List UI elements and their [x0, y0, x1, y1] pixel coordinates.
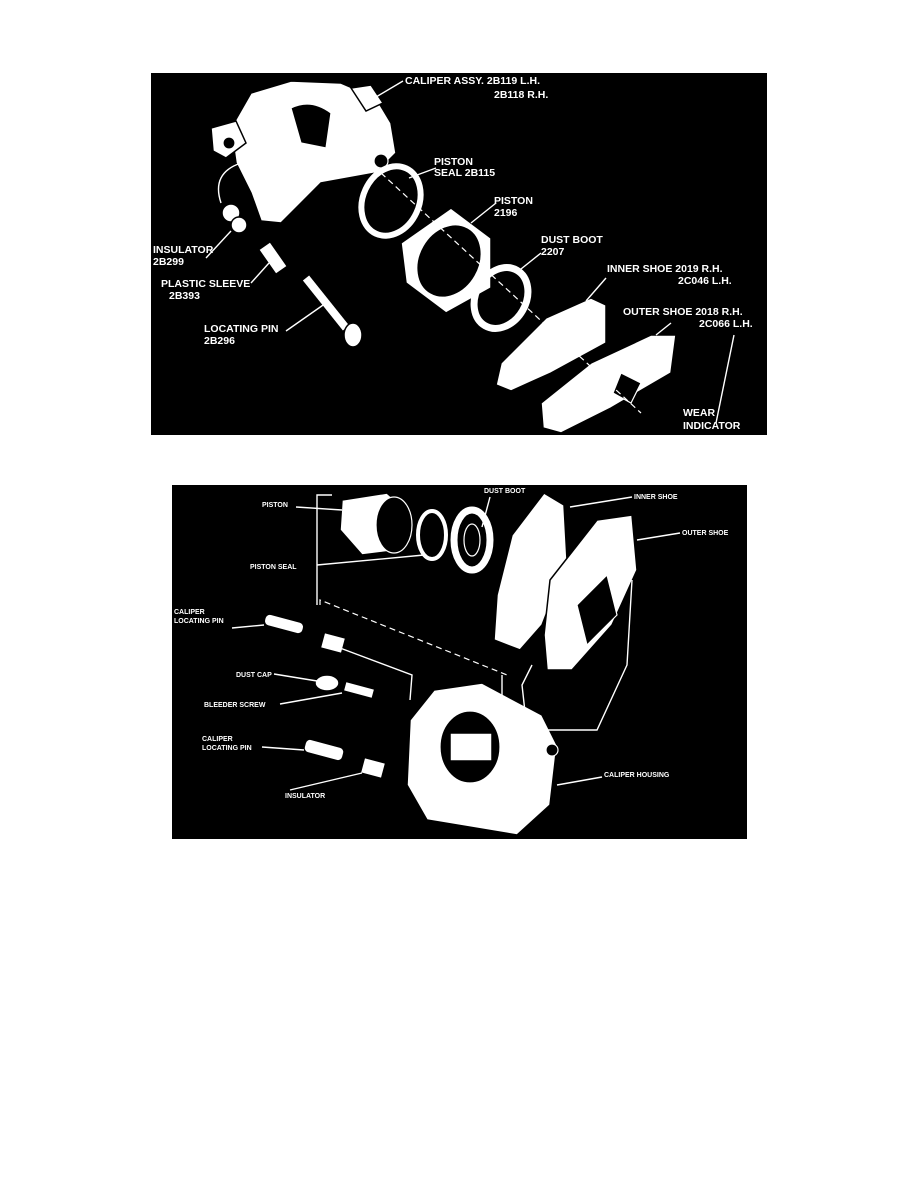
- locating-pin-drawing: [302, 275, 363, 348]
- label-dust-cap: DUST CAP: [236, 672, 272, 679]
- locating-pin-bottom-drawing: [303, 738, 345, 762]
- label-caliper-assy-line1: CALIPER ASSY. 2B119 L.H.: [405, 75, 540, 87]
- caliper-exploded-view-figure-1: CALIPER ASSY. 2B119 L.H. 2B118 R.H. PIST…: [151, 73, 767, 435]
- locating-pin-top-drawing: [263, 613, 305, 635]
- outer-shoe-drawing: [540, 334, 677, 434]
- figure-2-drawing: PISTON DUST BOOT INNER SHOE OUTER SHOE P…: [174, 488, 729, 836]
- label-piston-seal-line2: SEAL 2B115: [434, 167, 495, 179]
- piston-drawing: [400, 207, 492, 314]
- bleeder-screw-drawing: [342, 680, 376, 700]
- label-caliper-assy-line2: 2B118 R.H.: [494, 89, 548, 101]
- inner-shoe-drawing: [493, 492, 568, 651]
- caliper-housing-drawing: [406, 682, 559, 836]
- label-piston: PISTON: [262, 502, 288, 509]
- caliper-exploded-view-figure-2: PISTON DUST BOOT INNER SHOE OUTER SHOE P…: [172, 485, 747, 839]
- piston-seal-drawing: [416, 509, 448, 561]
- insulator-bottom-drawing: [359, 756, 387, 780]
- label-plastic-sleeve-line2: 2B393: [169, 290, 200, 302]
- label-inner-shoe: INNER SHOE: [634, 494, 678, 501]
- plastic-sleeve-drawing: [257, 240, 289, 276]
- label-inner-shoe-line1: INNER SHOE 2019 R.H.: [607, 263, 723, 275]
- label-outer-shoe-line1: OUTER SHOE 2018 R.H.: [623, 306, 743, 318]
- dust-cap-drawing: [314, 674, 340, 692]
- label-piston-seal-line1: PISTON: [434, 156, 473, 168]
- label-wear-indicator-line1: WEAR: [683, 407, 715, 419]
- insulator-top-drawing: [319, 631, 347, 655]
- dust-boot-drawing: [450, 506, 494, 574]
- label-dust-boot-line1: DUST BOOT: [541, 234, 603, 246]
- label-dust-boot: DUST BOOT: [484, 488, 526, 495]
- inner-shoe-drawing: [495, 297, 607, 392]
- label-caliper-locating-pin-top-line1: CALIPER: [174, 609, 205, 616]
- label-outer-shoe-line2: 2C066 L.H.: [699, 318, 753, 330]
- figure-1-drawing: CALIPER ASSY. 2B119 L.H. 2B118 R.H. PIST…: [153, 75, 753, 434]
- label-caliper-locating-pin-bottom-line1: CALIPER: [202, 736, 233, 743]
- label-locating-pin-line1: LOCATING PIN: [204, 323, 278, 335]
- label-caliper-locating-pin-bottom-line2: LOCATING PIN: [202, 745, 252, 752]
- label-outer-shoe: OUTER SHOE: [682, 530, 729, 537]
- label-dust-boot-line2: 2207: [541, 246, 565, 258]
- label-locating-pin-line2: 2B296: [204, 335, 235, 347]
- caliper-assembly-drawing: [210, 80, 397, 224]
- label-piston-seal: PISTON SEAL: [250, 564, 297, 571]
- label-piston-line1: PISTON: [494, 195, 533, 207]
- label-insulator-line2: 2B299: [153, 256, 184, 268]
- label-inner-shoe-line2: 2C046 L.H.: [678, 275, 732, 287]
- label-bleeder-screw: BLEEDER SCREW: [204, 702, 266, 709]
- label-caliper-housing: CALIPER HOUSING: [604, 772, 670, 779]
- label-plastic-sleeve-line1: PLASTIC SLEEVE: [161, 278, 250, 290]
- insulator-drawing: [217, 162, 248, 234]
- label-wear-indicator-line2: INDICATOR: [683, 420, 741, 432]
- label-insulator-line1: INSULATOR: [153, 244, 214, 256]
- dust-boot-drawing: [470, 264, 532, 332]
- label-caliper-locating-pin-top-line2: LOCATING PIN: [174, 618, 224, 625]
- label-insulator: INSULATOR: [285, 793, 325, 800]
- piston-seal-drawing: [358, 163, 424, 239]
- piston-drawing: [339, 492, 413, 556]
- label-piston-line2: 2196: [494, 207, 518, 219]
